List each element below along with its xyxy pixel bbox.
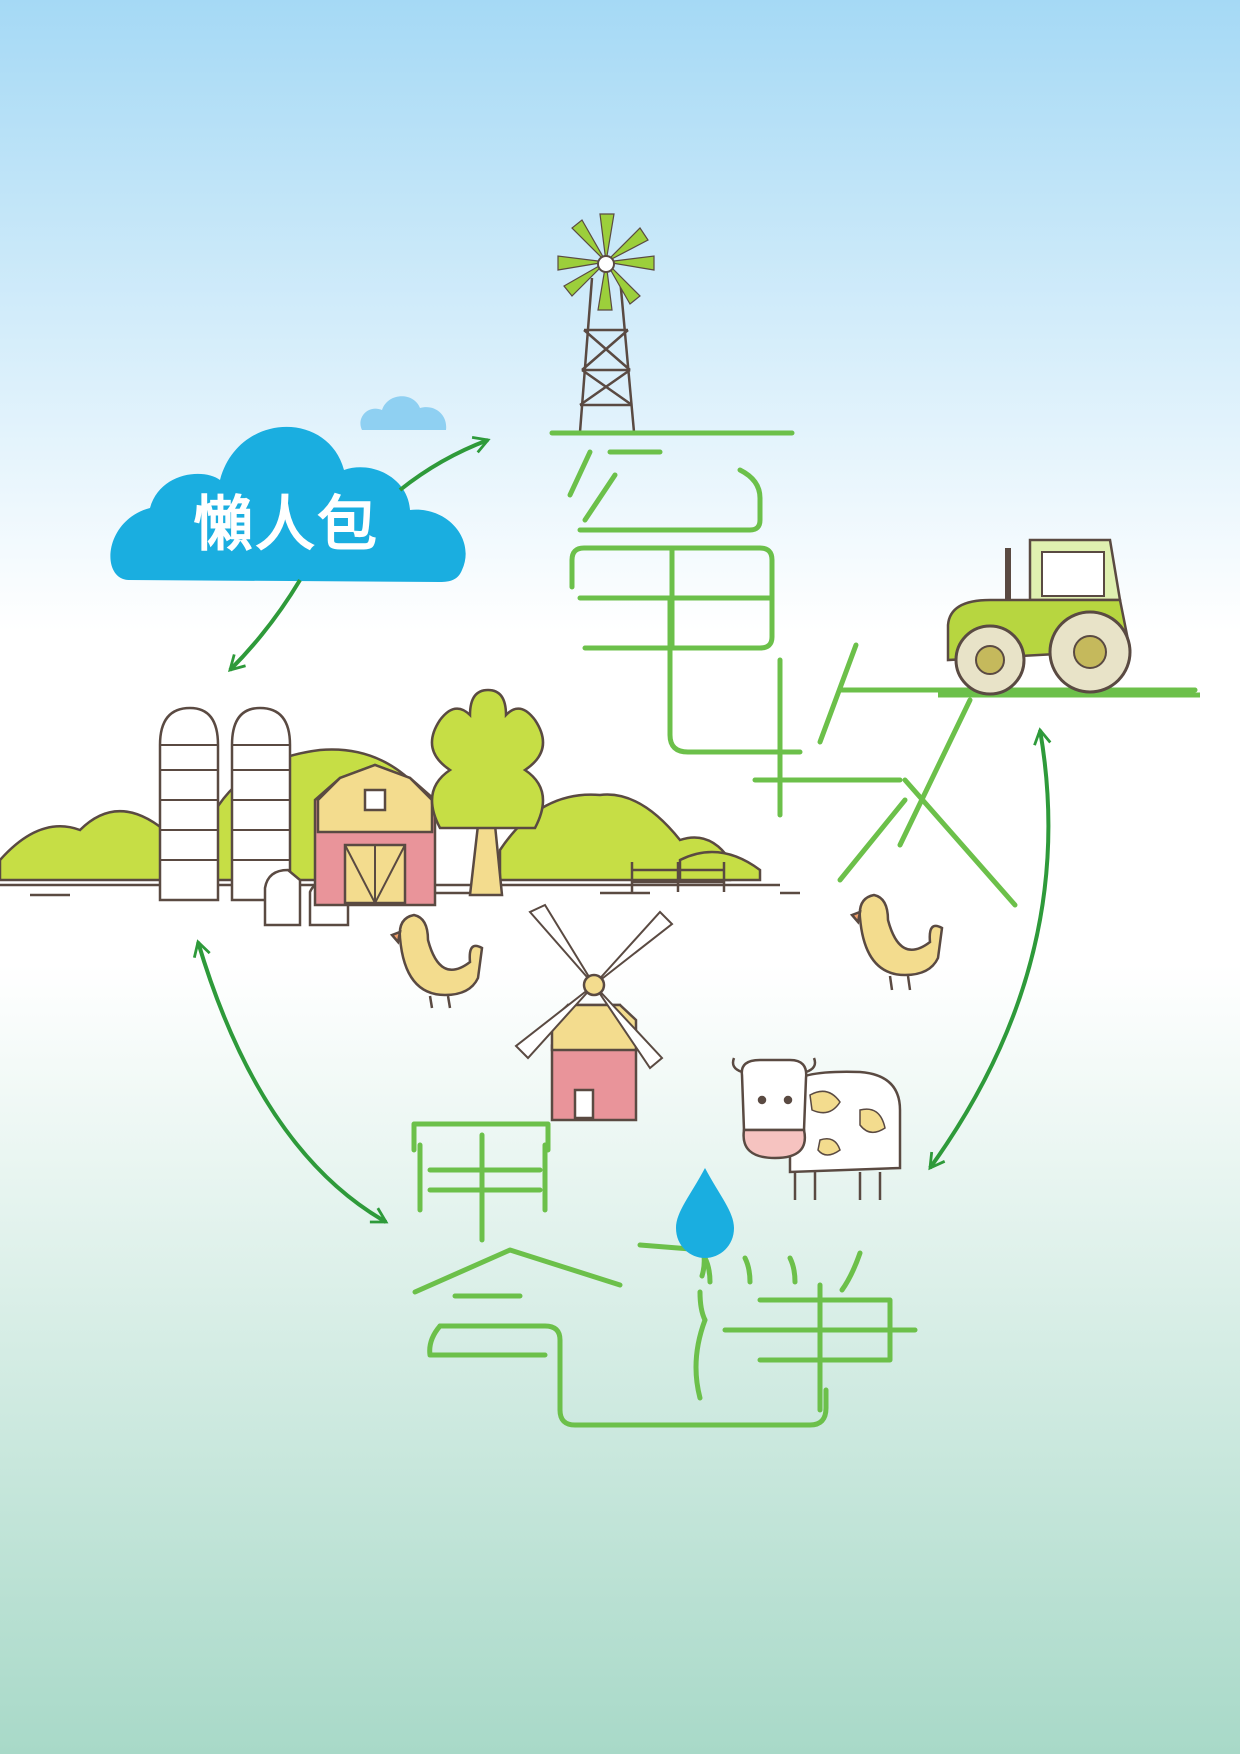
cycle-arrow-icon [228, 578, 302, 672]
cloud-icon [110, 426, 466, 582]
cycle-arrow-icon [928, 727, 1052, 1171]
title-char-mu [667, 597, 1198, 908]
cow-icon [731, 1057, 902, 1200]
water-tower-windmill-icon [557, 213, 655, 433]
cycle-arrow-icon [192, 939, 389, 1224]
windmill-icon [514, 903, 674, 1122]
barn-icon [313, 763, 437, 907]
tree-icon [430, 688, 545, 897]
cloud-label: 懶人包 [193, 490, 379, 560]
cycle-arrows [192, 436, 1052, 1224]
chicken-icon [849, 893, 944, 991]
fence [630, 862, 726, 892]
chicken-icon [389, 913, 484, 1009]
water-drop-icon [676, 1168, 734, 1258]
title-text [411, 430, 1198, 1428]
title-char-jing [637, 1199, 918, 1413]
cycle-arrow-icon [398, 436, 491, 492]
small-cloud-icon [360, 396, 447, 430]
title-char-chu [549, 430, 795, 651]
title-char-ling [411, 1121, 829, 1428]
tractor-icon [938, 538, 1200, 698]
